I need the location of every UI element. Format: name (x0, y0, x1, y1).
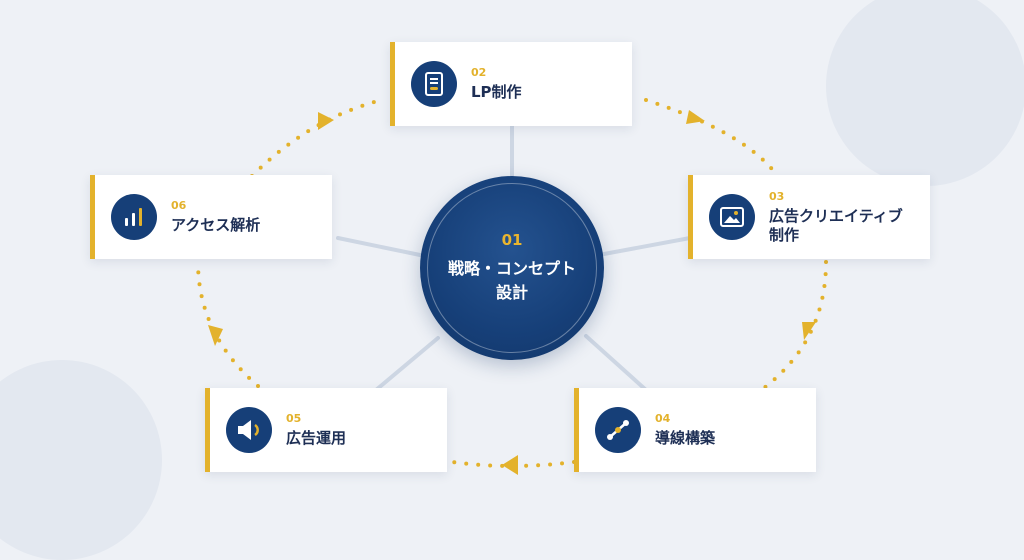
hub-number: 01 (501, 231, 523, 249)
bar-chart-icon (111, 194, 157, 240)
hub-circle: 01 戦略・コンセプト 設計 (420, 176, 604, 360)
connector-line-05 (374, 336, 440, 392)
step-number: 02 (471, 66, 487, 79)
step-title: 導線構築 (655, 429, 716, 447)
megaphone-icon (226, 407, 272, 453)
step-number: 04 (655, 412, 671, 425)
step-card-03: 03 広告クリエイティブ 制作 (688, 175, 930, 259)
route-icon (595, 407, 641, 453)
step-title-line1: 広告クリエイティブ (769, 206, 903, 225)
step-card-02: 02 LP制作 (390, 42, 632, 126)
background-circle-top-right (826, 0, 1024, 186)
hub-title-line1: 戦略・コンセプト (447, 259, 576, 278)
document-icon (411, 61, 457, 107)
ring-segment-03-04 (762, 260, 828, 390)
step-title: 広告運用 (286, 429, 347, 447)
connector-line-03 (602, 236, 692, 256)
step-number: 06 (171, 199, 187, 212)
step-number: 03 (769, 189, 785, 203)
step-title: LP制作 (471, 83, 522, 101)
image-icon (709, 194, 755, 240)
ring-arrow-02-03 (686, 110, 705, 124)
ring-segment-06-02 (250, 98, 384, 178)
hub-title-line2: 設計 (495, 283, 528, 302)
connector-line-04 (584, 334, 648, 392)
step-card-04: 04 導線構築 (574, 388, 816, 472)
step-number: 05 (286, 412, 302, 425)
ring-segment-05-06 (196, 260, 260, 388)
connector-lines (336, 124, 692, 392)
ring-arrow-06-02 (318, 112, 334, 130)
step-card-05: 05 広告運用 (205, 388, 447, 472)
step-title: アクセス解析 (171, 216, 261, 234)
step-card-06: 06 アクセス解析 (90, 175, 332, 259)
cycle-ring (196, 98, 828, 475)
connector-line-06 (336, 236, 422, 257)
ring-arrow-05-06 (208, 325, 223, 346)
step-title-line2: 制作 (769, 225, 800, 244)
ring-arrow-03-04 (802, 322, 816, 340)
ring-segment-02-03 (644, 98, 778, 176)
ring-arrow-04-05 (502, 455, 518, 475)
